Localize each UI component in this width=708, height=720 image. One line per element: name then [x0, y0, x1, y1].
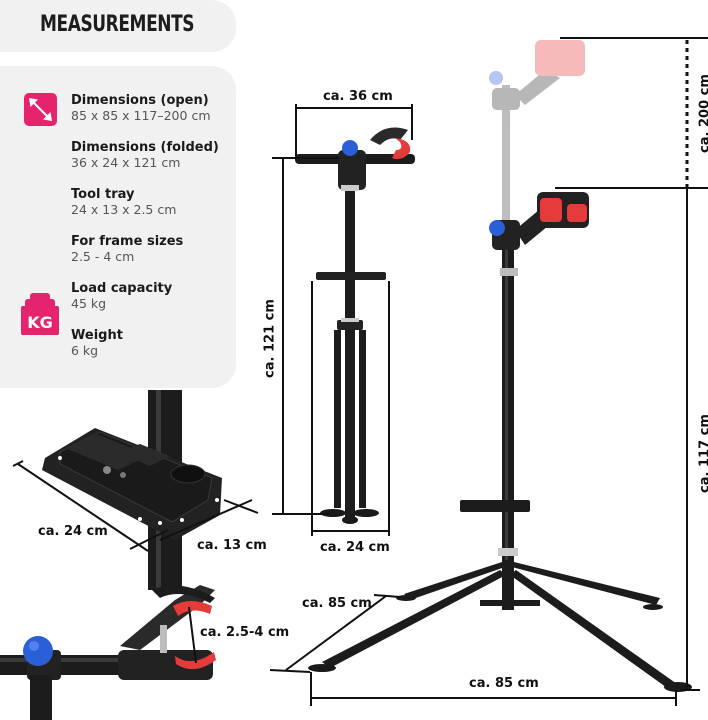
folded-stand-illustration — [272, 104, 415, 536]
label-base-depth: ca. 85 cm — [302, 596, 372, 611]
diagonal-arrows-icon — [24, 93, 57, 126]
page-title: MEASUREMENTS — [40, 12, 195, 37]
spec-weight: Weight 6 kg — [71, 328, 123, 358]
spec-tool-tray: Tool tray 24 x 13 x 2.5 cm — [71, 187, 177, 217]
label-folded-width: ca. 36 cm — [323, 89, 393, 104]
tool-tray-illustration — [12, 390, 259, 590]
spec-load-capacity: Load capacity 45 kg — [71, 281, 173, 311]
svg-text:KG: KG — [27, 313, 53, 332]
spec-frame-sizes: For frame sizes 2.5 - 4 cm — [71, 234, 184, 264]
label-tray-width: ca. 13 cm — [197, 538, 267, 553]
label-base-width: ca. 85 cm — [469, 676, 539, 691]
label-min-height: ca. 117 cm — [697, 414, 708, 493]
spec-dimensions-folded: Dimensions (folded) 36 x 24 x 121 cm — [71, 140, 219, 170]
spec-dimensions-open: Dimensions (open) 85 x 85 x 117–200 cm — [71, 93, 211, 123]
title-pill: MEASUREMENTS — [0, 0, 236, 52]
label-clamp-range: ca. 2.5-4 cm — [200, 625, 290, 640]
label-tray-length: ca. 24 cm — [38, 524, 108, 539]
label-folded-height: ca. 121 cm — [262, 299, 278, 378]
weight-kg-icon: KG — [21, 293, 59, 335]
label-max-height: ca. 200 cm — [697, 74, 708, 153]
clamp-closeup-illustration — [0, 585, 216, 720]
label-folded-base: ca. 24 cm — [320, 540, 390, 555]
extended-stand-illustration — [269, 37, 708, 706]
